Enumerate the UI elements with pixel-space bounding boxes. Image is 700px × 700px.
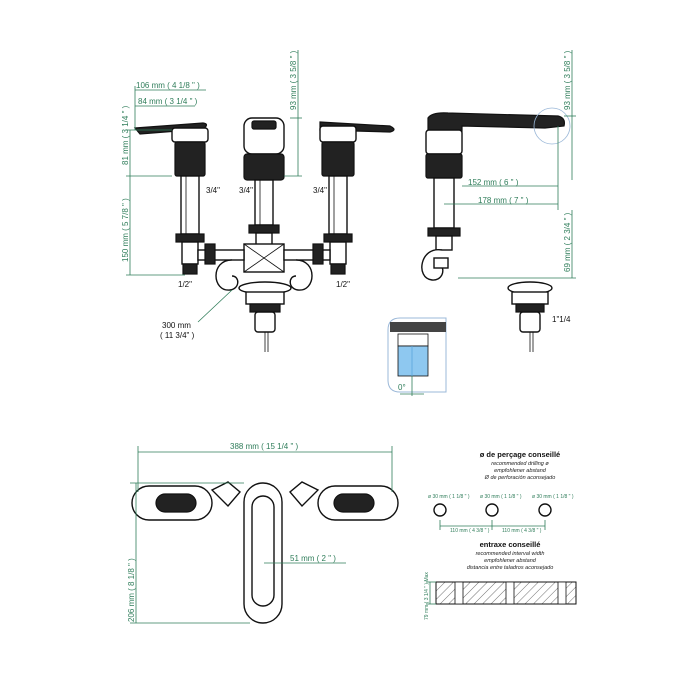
drain-body [245,291,285,305]
left-connector [181,241,199,265]
hose-length-mm: 300 mm [162,321,191,330]
side-view [421,50,576,352]
dim-84: 84 mm ( 3 1/4 " ) [138,97,198,106]
dim-93-side: 93 mm ( 3 5/8 " ) [563,50,572,110]
right-hose [289,259,313,291]
dim-152: 152 mm ( 6 " ) [468,178,519,187]
interval-sub-de: empfohlener abstand [484,558,537,564]
hole-2-dia: ø 30 mm ( 1 1/8 " ) [480,494,522,500]
interval-section [426,581,577,605]
side-knurl [425,153,463,179]
dim-81: 81 mm ( 3 1/4 " ) [121,105,130,165]
side-stem [433,177,455,229]
left-fitting [182,263,198,275]
left-stem [180,175,200,235]
dim-69: 69 mm ( 2 3/4 " ) [563,212,572,272]
detail-inset [387,317,447,396]
interval-sub-en: recommended interval width [476,551,545,557]
hole-space-2: 110 mm ( 4 3/8 " ) [502,528,542,534]
hole-1-dia: ø 30 mm ( 1 1/8 " ) [428,494,470,500]
left-pipe [197,249,245,261]
dim-51: 51 mm ( 2 " ) [290,554,336,563]
interval-max: 79 mm ( 3 1/4 " ) Max [424,572,430,620]
left-hose [215,259,239,291]
drilling-sub-en: recommended drilling ø [491,461,549,467]
right-body-knurl [321,141,355,177]
dim-150: 150 mm ( 5 7/8 " ) [121,198,130,262]
thread-right-bottom: 1/2" [336,280,350,289]
right-pipe [283,249,331,261]
dim-106: 106 mm ( 4 1/8 " ) [136,81,200,90]
interval-sub-es: distancia entre taladros aconsejado [467,565,554,571]
drilling-sub-es: Ø de perforación aconsejado [484,475,556,481]
top-spout-inner [251,495,275,607]
dim-388: 388 mm ( 15 1/4 " ) [230,442,299,451]
drilling-title: ø de perçage conseillé [480,450,560,459]
thread-drain: 1"1/4 [552,315,571,324]
hole-3-dia: ø 30 mm ( 1 1/8 " ) [532,494,574,500]
interval-title: entraxe conseillé [480,540,541,549]
dim-93-front: 93 mm ( 3 5/8 " ) [289,50,298,110]
top-view [130,446,399,624]
dim-angle: 0° [398,383,406,392]
front-view [126,50,395,352]
right-cap [319,125,357,143]
spout-knurl [243,153,285,181]
left-nut [175,233,205,243]
dim-206: 206 mm ( 8 1/8 " ) [127,558,136,622]
top-right-hose [289,481,320,508]
thread-left-bottom: 1/2" [178,280,192,289]
right-stem [328,175,348,235]
spout-stem [254,179,274,226]
spout-nut [248,224,280,234]
drilling-holes [433,503,552,530]
left-body-knurl [174,141,206,177]
drilling-sub-de: empfohlener abstand [494,468,547,474]
hole-1 [433,503,447,517]
side-spout [427,112,565,133]
hole-3 [538,503,552,517]
left-cap [171,127,209,143]
hose-length-in: ( 11 3/4" ) [160,331,195,340]
thread-right-top: 3/4" [313,186,327,195]
detail-circle [533,107,571,145]
dim-178: 178 mm ( 7 " ) [478,196,529,205]
thread-center-top: 3/4" [239,186,253,195]
top-left-hose [210,481,241,508]
hole-2 [485,503,499,517]
thread-left-top: 3/4" [206,186,220,195]
hole-space-1: 110 mm ( 4 3/8 " ) [450,528,490,534]
